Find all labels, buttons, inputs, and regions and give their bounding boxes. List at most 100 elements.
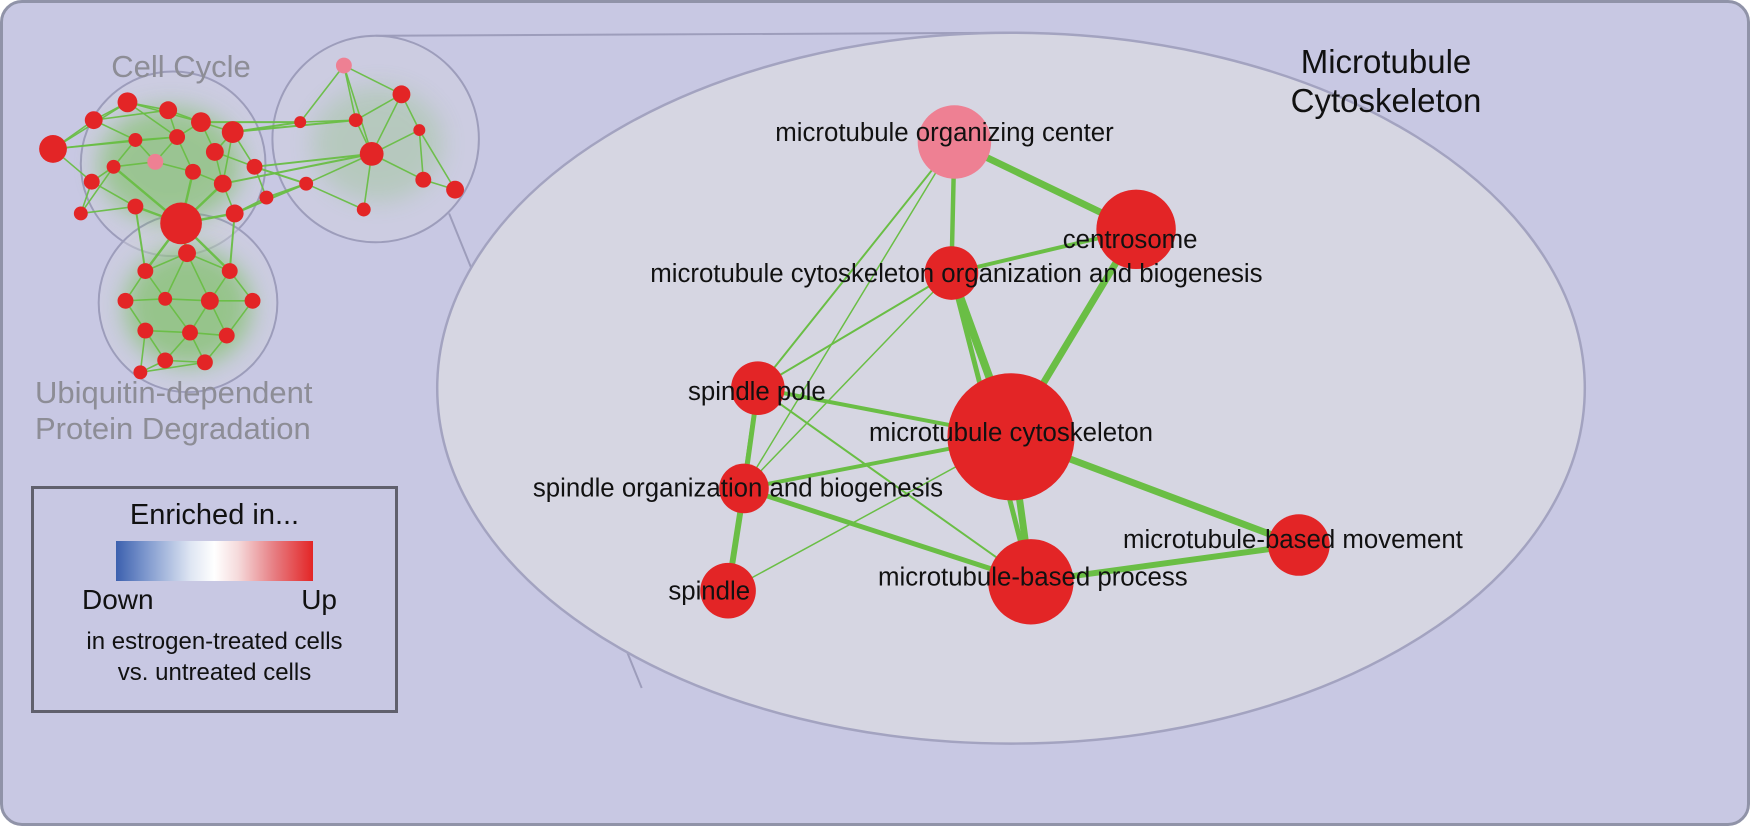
overview-edge xyxy=(305,182,365,211)
node-label-mbm: microtubule-based movement xyxy=(1123,526,1463,554)
overview-node xyxy=(157,352,174,369)
overview-node xyxy=(185,163,201,180)
overview-edge xyxy=(343,64,402,96)
edge-moc-sorg xyxy=(743,141,956,490)
overview-node xyxy=(221,263,238,279)
overview-node xyxy=(246,158,263,175)
node-label-sorg: spindle organization and biogenesis xyxy=(533,474,943,502)
overview-edge xyxy=(343,65,373,155)
overview-node xyxy=(160,202,202,245)
legend-subtitle-line2: vs. untreated cells xyxy=(117,659,312,686)
overview-node xyxy=(335,57,352,74)
legend-box: Enriched in... Down Up in estrogen-treat… xyxy=(31,486,398,713)
overview-node xyxy=(244,292,261,309)
overview-node xyxy=(127,198,144,215)
overview-node xyxy=(133,365,148,380)
overview-node xyxy=(159,101,178,120)
legend-down-label: Down xyxy=(82,584,154,615)
overview-edge xyxy=(222,152,372,185)
overview-node xyxy=(356,202,371,217)
node-mcob xyxy=(924,246,979,300)
node-label-centrosome: centrosome xyxy=(1063,226,1198,254)
overview-node xyxy=(205,142,224,161)
overview-edge xyxy=(80,166,115,214)
overview-edge xyxy=(127,101,178,138)
legend-up-label: Up xyxy=(301,584,337,615)
network-svg: microtubule organizing center centrosome m… xyxy=(39,31,1587,745)
node-spindle xyxy=(700,562,756,619)
node-mbm xyxy=(1268,514,1330,576)
overview-edge xyxy=(91,181,136,208)
node-centrosome xyxy=(1096,189,1176,270)
overview-node xyxy=(117,292,134,309)
overview-node xyxy=(128,133,143,147)
node-label-moc: microtubule organizing center xyxy=(775,119,1114,147)
zoom-guide-line xyxy=(375,31,1012,37)
microtubule-cytoskeleton-title: Microtubule Cytoskeleton xyxy=(1291,43,1482,121)
overview-edge xyxy=(266,182,307,199)
overview-node xyxy=(169,129,186,145)
node-label-spindle: spindle xyxy=(668,578,750,606)
node-spole xyxy=(731,361,785,415)
overview-edge xyxy=(228,213,236,272)
legend-title: Enriched in... xyxy=(129,499,300,531)
overview-node xyxy=(83,173,100,190)
overview-edge xyxy=(140,361,206,374)
overview-node xyxy=(147,153,164,170)
node-label-spole: spindle pole xyxy=(688,378,826,406)
overview-node xyxy=(84,111,103,130)
overview-node xyxy=(137,322,154,339)
overview-edge xyxy=(300,119,356,123)
cell-cycle-cluster-label: Cell Cycle xyxy=(111,49,251,84)
overview-node xyxy=(182,324,198,341)
title-line2: Cytoskeleton xyxy=(1290,81,1482,119)
overview-node xyxy=(213,174,232,193)
edge-spole-mbp xyxy=(756,387,1032,583)
overview-node xyxy=(200,291,219,310)
edge-sorg-mbp xyxy=(741,485,1034,585)
enrichment-gradient-bar xyxy=(116,541,313,581)
overview-node xyxy=(259,190,274,205)
overview-node xyxy=(117,92,138,113)
edge-mcob-sorg xyxy=(743,272,953,490)
node-mc xyxy=(947,373,1075,501)
overview-edge xyxy=(232,121,301,134)
overview-node xyxy=(413,124,426,137)
overview-node xyxy=(39,135,67,163)
edge-mbp-mbm xyxy=(1027,542,1302,585)
overview-node xyxy=(73,206,88,221)
overview-node xyxy=(158,291,173,306)
edge-mcob-spole xyxy=(756,272,953,390)
overview-node xyxy=(446,180,465,199)
edge-moc-spole xyxy=(756,140,956,390)
node-label-mc: microtubule cytoskeleton xyxy=(869,419,1153,447)
overview-node xyxy=(196,354,213,371)
overview-node xyxy=(392,85,411,104)
overview-edge xyxy=(254,165,307,185)
overview-edge xyxy=(343,65,357,121)
overview-node xyxy=(225,204,244,223)
overview-node xyxy=(348,113,363,128)
overview-edge xyxy=(299,65,345,123)
node-label-mcob: microtubule cytoskeleton organization an… xyxy=(650,260,1262,288)
ubiquitin-label-line2: Protein Degradation xyxy=(35,410,311,446)
overview-edge xyxy=(305,153,373,185)
title-line1: Microtubule xyxy=(1300,43,1472,80)
node-sorg xyxy=(719,463,769,514)
overview-node xyxy=(191,112,211,133)
overview-edge xyxy=(232,119,356,134)
overview-edge xyxy=(134,206,147,272)
node-mbp xyxy=(988,539,1074,625)
legend-subtitle-line1: in estrogen-treated cells xyxy=(86,628,343,655)
overview-node xyxy=(106,159,121,174)
node-label-mbp: microtubule-based process xyxy=(878,564,1188,592)
overview-node xyxy=(178,244,196,263)
overview-node xyxy=(221,121,244,143)
overview-edge xyxy=(93,109,169,121)
node-moc xyxy=(917,105,992,179)
overview-edge xyxy=(80,205,136,215)
overview-node xyxy=(359,141,384,166)
overview-edge xyxy=(418,130,425,180)
overview-node xyxy=(137,263,154,279)
